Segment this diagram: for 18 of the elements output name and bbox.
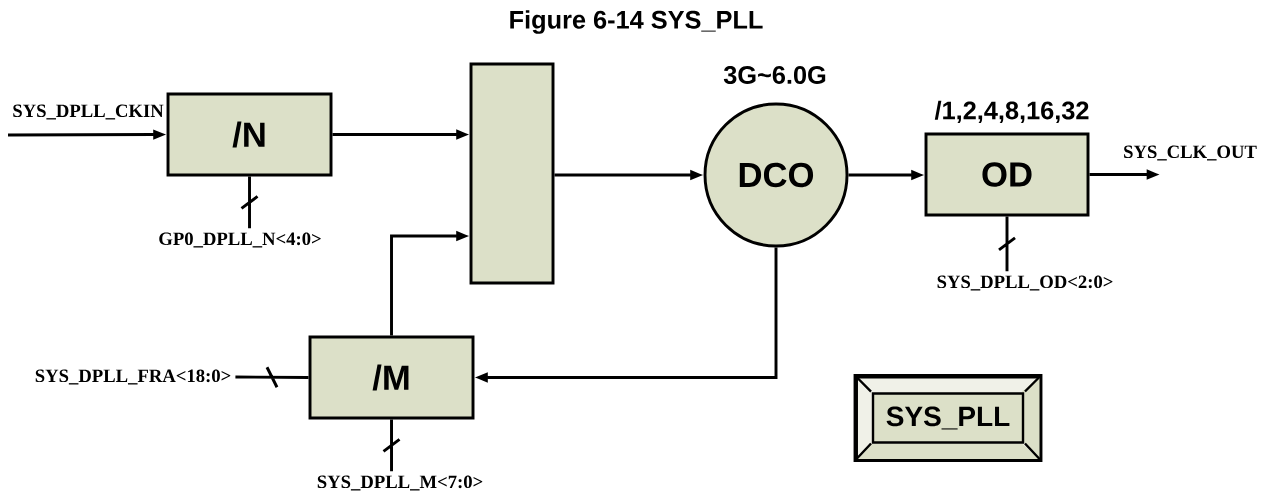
bus-line (233, 365, 310, 389)
figure-title: Figure 6-14 SYS_PLL (510, 10, 763, 34)
bus-line (382, 418, 401, 473)
signal-label: GP0_DPLL_N<4:0> (159, 232, 321, 248)
block-box: /M (308, 335, 475, 420)
bus-line (240, 175, 259, 230)
bevel-box: SYS_PLL (853, 374, 1043, 462)
range-label: /1,2,4,8,16,32 (934, 100, 1089, 124)
edge-label: SYS_CLK_OUT (1124, 145, 1257, 161)
signal-label: SYS_DPLL_FRA<18:0> (35, 369, 231, 385)
block-box: OD (924, 132, 1090, 217)
range-label: 3G~6.0G (723, 66, 826, 84)
multiplexer-box (469, 62, 555, 285)
signal-label: SYS_DPLL_OD<2:0> (937, 275, 1113, 291)
bus-line (997, 215, 1017, 273)
signal-label: SYS_DPLL_M<7:0> (317, 475, 483, 491)
edge-label: SYS_DPLL_CKIN (13, 104, 164, 120)
block-box: /N (166, 92, 333, 177)
